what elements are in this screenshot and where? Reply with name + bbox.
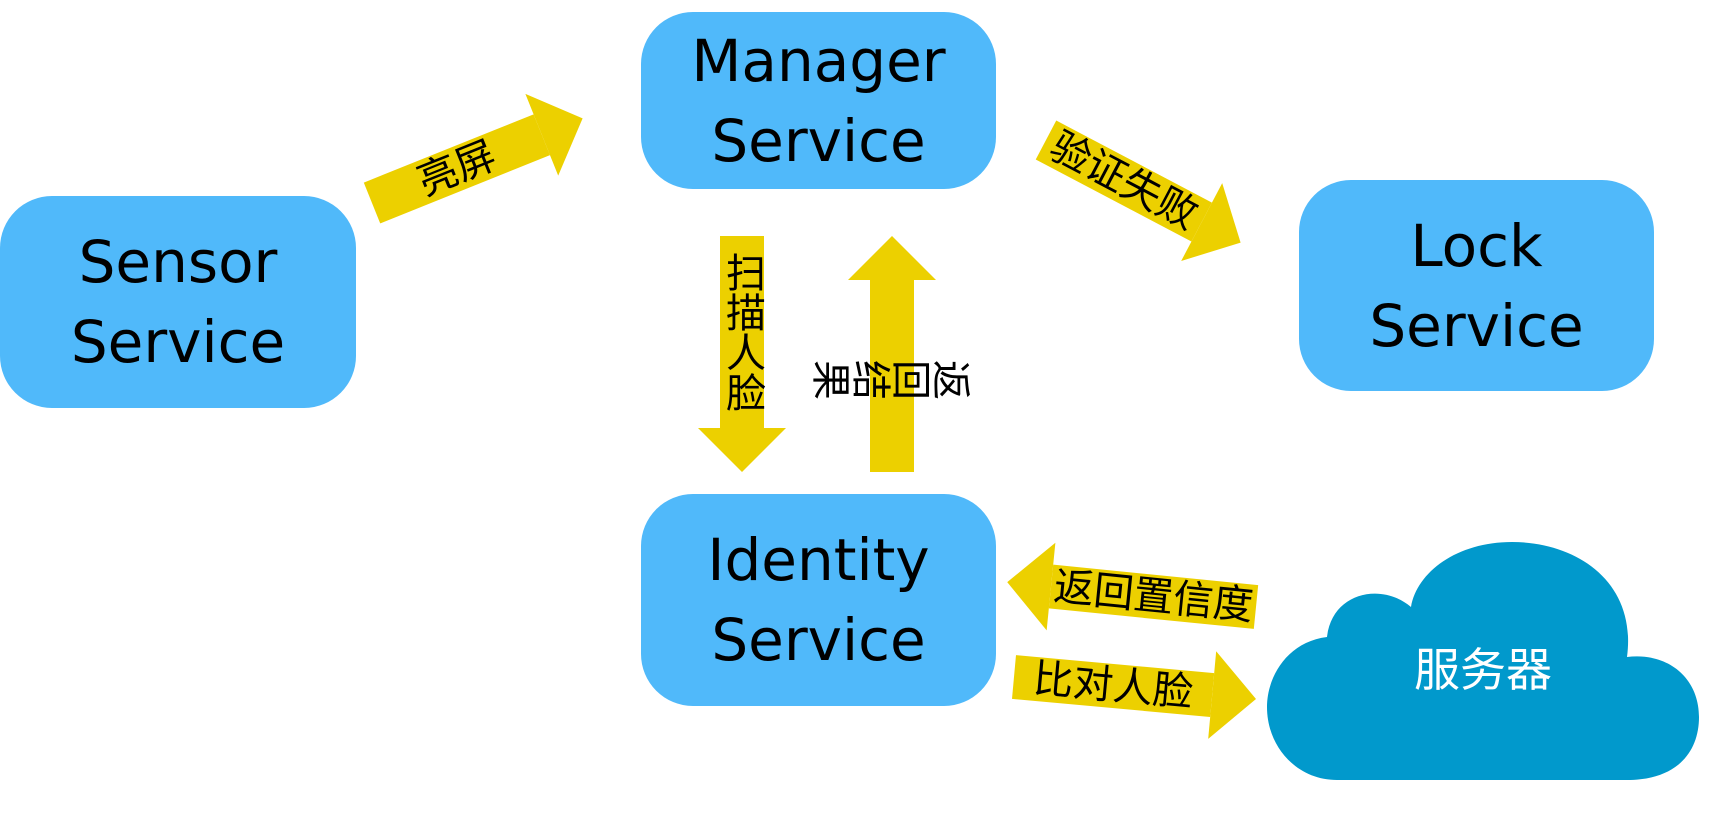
identity-service-node: Identity Service bbox=[641, 494, 996, 706]
server-label: 服务器 bbox=[1414, 643, 1552, 697]
compare-face-label: 比对人脸 bbox=[1031, 655, 1195, 717]
return-confidence-label: 返回置信度 bbox=[1051, 563, 1256, 630]
return-result-label: 返回结果 bbox=[812, 353, 972, 399]
identity-service-line2: Service bbox=[711, 606, 926, 674]
sensor-service-line2: Service bbox=[70, 308, 286, 376]
manager-service-node: Manager Service bbox=[641, 12, 996, 189]
manager-service-line2: Service bbox=[711, 106, 926, 175]
light-screen-label: 亮屏 bbox=[411, 132, 503, 206]
sensor-service-node: Sensor Service bbox=[0, 196, 356, 408]
cloud-shape bbox=[1267, 542, 1699, 780]
cloud-icon bbox=[1267, 542, 1699, 780]
arrow-head bbox=[848, 236, 936, 280]
sensor-service-line1: Sensor bbox=[78, 228, 278, 296]
arrow-head bbox=[698, 428, 786, 472]
identity-service-line1: Identity bbox=[707, 526, 930, 594]
verify-failed-label: 验证失败 bbox=[1042, 123, 1206, 239]
arrow-head bbox=[1208, 651, 1260, 743]
lock-service-node: Lock Service bbox=[1299, 180, 1654, 391]
arrow-head bbox=[1002, 538, 1056, 631]
lock-service-line1: Lock bbox=[1410, 211, 1543, 280]
manager-service-line1: Manager bbox=[691, 26, 946, 95]
scan-face-label: 扫描人脸 bbox=[719, 252, 765, 412]
lock-service-line2: Service bbox=[1369, 291, 1584, 360]
